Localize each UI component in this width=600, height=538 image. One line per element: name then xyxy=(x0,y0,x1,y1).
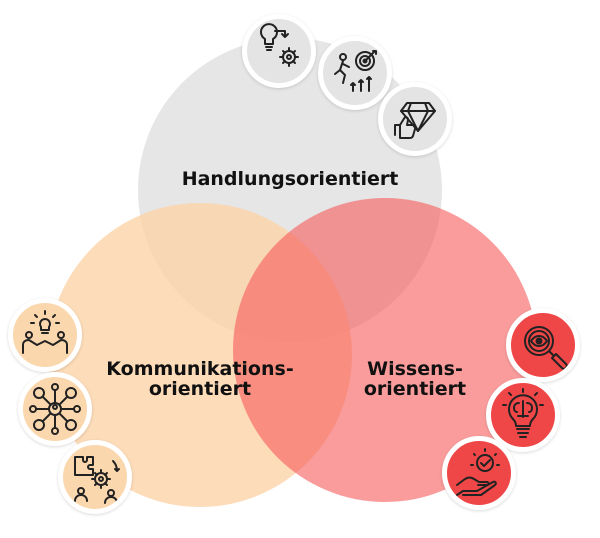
label-wissensorientiert: Wissens- orientiert xyxy=(350,358,480,400)
puzzle-gears-team-icon xyxy=(58,440,132,514)
label-kommunikationsorientiert: Kommunikations- orientiert xyxy=(85,358,315,400)
circle-wissensorientiert xyxy=(233,198,537,502)
hand-checkmark-icon xyxy=(442,436,516,510)
lightbulb-gear-icon xyxy=(242,14,316,88)
label-handlungsorientiert: Handlungsorientiert xyxy=(160,168,420,190)
diamond-thumbs-up-icon xyxy=(378,82,452,156)
idea-handshake-icon xyxy=(8,298,82,372)
label-line: orientiert xyxy=(363,377,467,400)
label-line: Wissens- xyxy=(367,358,463,380)
label-line: orientiert xyxy=(148,377,252,400)
label-line: Kommunikations- xyxy=(106,358,294,380)
magnifier-eye-icon xyxy=(506,308,580,382)
brain-lightbulb-icon xyxy=(486,378,560,452)
label-line: Handlungsorientiert xyxy=(181,168,399,190)
network-people-icon xyxy=(18,372,92,446)
runner-target-icon xyxy=(318,36,392,110)
